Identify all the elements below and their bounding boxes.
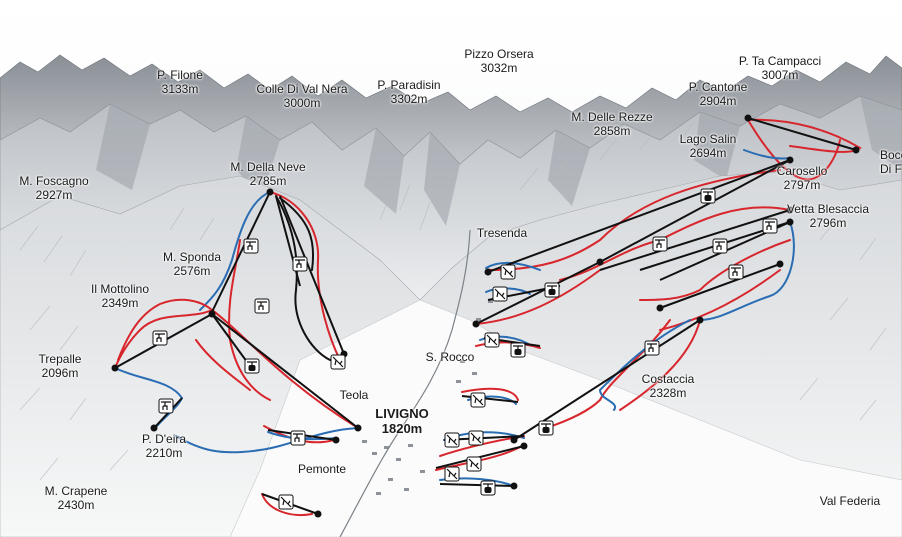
red-slope [195,339,251,391]
chairlift-icon [762,218,778,234]
red-slope [487,169,781,271]
chairlift-icon [644,340,660,356]
black-slope [279,197,315,271]
skilift-icon [466,456,482,472]
skilift-icon [484,332,500,348]
gondola-icon [700,188,716,204]
chairlift-icon [728,264,744,280]
red-slope [269,191,341,361]
valley-floor [229,299,902,537]
chairlift-icon [292,256,308,272]
black-slope [275,195,331,361]
red-slope [117,298,213,361]
red-slope [114,309,213,369]
place-label: S. Rocco [425,350,475,364]
red-slope [659,269,781,331]
skilift-icon [444,432,460,448]
blue-slope [175,427,359,454]
chairlift-icon [712,238,728,254]
chairlift-icon [152,330,168,346]
gondola-icon [480,480,496,496]
valley-road [339,229,471,537]
terrain-hatching [19,121,887,481]
gondola-icon [538,420,554,436]
gondola-icon [510,342,526,358]
blue-slope [743,149,791,160]
red-slope [211,309,359,429]
blue-slope [699,221,795,321]
red-slope [639,239,791,301]
red-slope [747,119,841,181]
place-label: Tresenda [476,226,528,240]
gondola-icon [544,282,560,298]
red-slope [747,118,862,153]
peak-label: BocchDi F [880,148,902,176]
skilift-icon [492,286,508,302]
skilift-icon [330,354,346,370]
chairlift-icon [158,398,174,414]
place-label: Pemonte [297,462,347,476]
gondola-icon [244,358,260,374]
village-buildings [362,300,493,495]
chairlift-icon [652,236,668,252]
skilift-icon [500,264,516,280]
skilift-icon [468,430,484,446]
red-slope [261,493,313,516]
skilift-icon [470,392,486,408]
skilift-icon [444,466,460,482]
blue-slope [598,319,691,411]
shadow-faces [96,96,902,226]
place-label: Val Federia [819,494,881,508]
blue-slope [199,191,271,311]
chairlift-icon [290,430,306,446]
lift-pictograms [152,188,778,510]
red-slope [475,269,601,325]
red-slope [619,319,701,411]
chairlift-icon [243,238,259,254]
place-label: Teola [339,388,369,402]
chairlift-icon [254,298,270,314]
skilift-icon [278,494,294,510]
red-slope [461,387,519,401]
